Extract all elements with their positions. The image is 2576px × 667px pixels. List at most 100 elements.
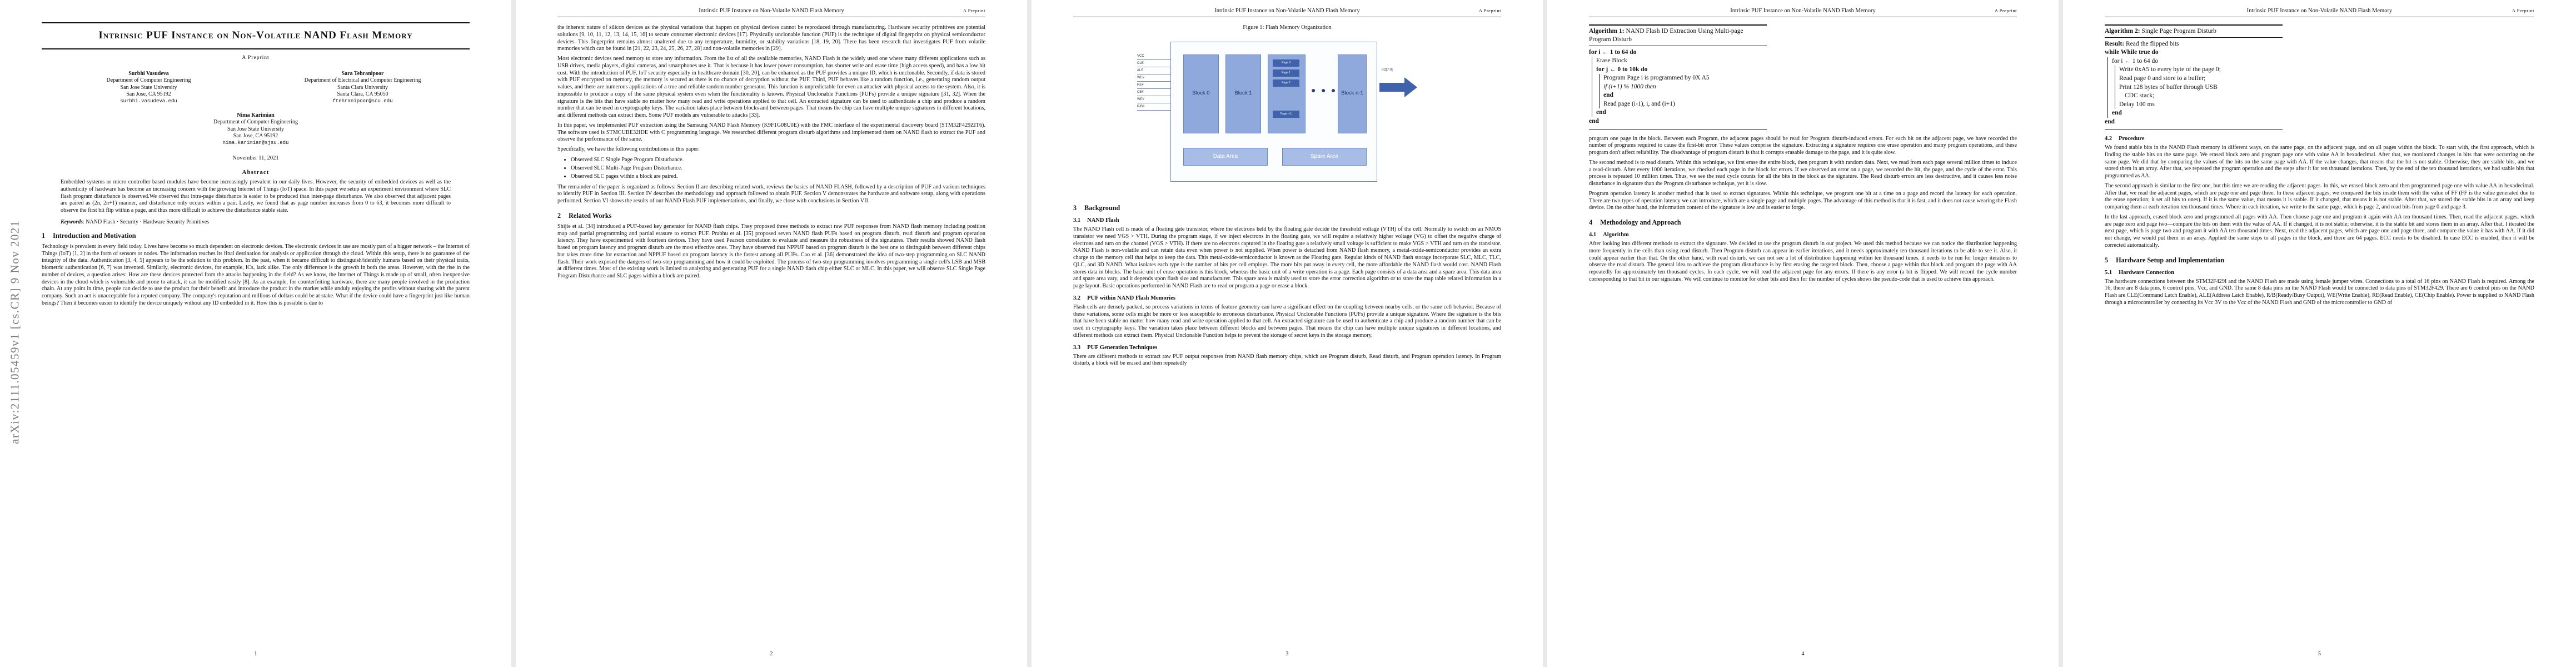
author-city: Santa Clara, CA 95050 — [337, 91, 388, 98]
running-header: Intrinsic PUF Instance on Non-Volatile N… — [2105, 8, 2534, 17]
preprint-tag: A Preprint — [242, 54, 270, 61]
algo-line: Write 0xA5 to every byte of the page 0; — [2119, 66, 2221, 73]
paragraph: the inherent nature of silicon devices a… — [557, 24, 985, 52]
title-rule-bottom — [42, 48, 470, 49]
paper-page-3: Intrinsic PUF Instance on Non-Volatile N… — [1032, 0, 1543, 667]
algo-line: end — [2112, 109, 2122, 117]
paragraph: The second approach is similar to the fi… — [2105, 182, 2534, 211]
algo-line: Program Page i is programmed by 0X A5 — [1603, 74, 1710, 82]
author-2: Sara Tehranipoor Department of Electrica… — [264, 71, 461, 104]
paragraph: In the last approach, erased block zero … — [2105, 213, 2534, 248]
algo-block: Write 0xA5 to every byte of the page 0; … — [2115, 66, 2283, 109]
data-area: Data Area — [1183, 148, 1268, 166]
running-header-preprint: A Preprint — [1994, 8, 2017, 13]
author-city: San Jose, CA 95192 — [233, 133, 278, 140]
figure-caption: Figure 1: Flash Memory Organization — [1243, 24, 1332, 31]
io-label: I/O[7:0] — [1382, 68, 1393, 72]
author-email[interactable]: surbhi.vasudeva.edu — [120, 98, 177, 104]
list-item: Observed SLC Multi-Page Program Disturba… — [571, 165, 985, 172]
running-header-preprint: A Preprint — [2512, 8, 2534, 13]
author-email[interactable]: ftehranipoor@scu.edu — [332, 98, 393, 104]
algorithm-caption: Algorithm 2: Single Page Program Disturb — [2105, 26, 2283, 38]
list-item: Observed SLC pages within a block are pa… — [571, 173, 985, 180]
running-header-title: Intrinsic PUF Instance on Non-Volatile N… — [1214, 8, 1360, 14]
author-dept: Department of Electrical and Computer En… — [304, 77, 421, 84]
page-number: 2 — [770, 651, 773, 657]
block-n-1: Block n-1 — [1338, 54, 1367, 133]
paper-page-4: Intrinsic PUF Instance on Non-Volatile N… — [1547, 0, 2059, 667]
author-3: Nima Karimian Department of Computer Eng… — [42, 112, 470, 146]
author-name: Sara Tehranipoor — [341, 70, 384, 77]
running-header-title: Intrinsic PUF Instance on Non-Volatile N… — [1730, 8, 1876, 14]
page-number: 5 — [2318, 651, 2321, 657]
algo-line: Result: Read the flipped bits — [2105, 40, 2179, 47]
abstract-body: Embedded systems or micro controller bas… — [42, 179, 470, 215]
paper-page-5: Intrinsic PUF Instance on Non-Volatile N… — [2063, 0, 2576, 667]
keywords-text: NAND Flash · Security · Hardware Securit… — [86, 218, 210, 225]
paragraph: Most electronic devices need memory to s… — [557, 56, 985, 118]
flash-chip-outline: Block 0 Block 1 Page 0 Page 1 Page 2 Pag… — [1170, 42, 1377, 182]
algorithm-2: Algorithm 2: Single Page Program Disturb… — [2105, 24, 2283, 131]
pin-label: VCC — [1137, 53, 1170, 60]
page-cell: Page 2 — [1273, 79, 1299, 87]
pin-label: CE# — [1137, 89, 1170, 96]
algo-line: end — [1589, 118, 1599, 125]
author-univ: San Jose State University — [227, 126, 284, 132]
algo-line: if (i+1) % 1000 then — [1603, 83, 1656, 90]
author-dept: Department of Computer Engineering — [213, 119, 298, 126]
page-cell: Page 1 — [1273, 69, 1299, 77]
arxiv-stamp-text: arXiv:2111.05459v1 [cs.CR] 9 Nov 2021 — [8, 220, 22, 444]
algo-line: for i ← 1 to 64 do — [2112, 57, 2159, 64]
pin-label: CLE — [1137, 60, 1170, 67]
paper-page-2: Intrinsic PUF Instance on Non-Volatile N… — [516, 0, 1027, 667]
abstract-text: Embedded systems or micro controller bas… — [61, 179, 451, 214]
algorithm-caption: Algorithm 1: NAND Flash ID Extraction Us… — [1589, 26, 1767, 46]
running-header-title: Intrinsic PUF Instance on Non-Volatile N… — [2246, 8, 2393, 14]
algorithm-body: Result: Read the flipped bits while Whil… — [2105, 38, 2283, 130]
paper-date: November 11, 2021 — [232, 155, 279, 162]
block-pages: Page 0 Page 1 Page 2 Page n-1 — [1268, 54, 1306, 133]
author-univ: Santa Clara University — [337, 84, 388, 91]
paragraph: The second method is to read disturb. Wi… — [1589, 159, 2017, 187]
algo-block: for i ← 1 to 64 do Write 0xA5 to every b… — [2107, 57, 2283, 118]
author-city: San Jose, CA 95192 — [126, 91, 171, 98]
author-email[interactable]: nima.karimian@sjsu.edu — [222, 140, 289, 146]
arxiv-stamp: arXiv:2111.05459v1 [cs.CR] 9 Nov 2021 — [7, 122, 23, 545]
intro-paragraph: Technology is prevalent in every field t… — [42, 243, 470, 306]
author-1: Surbhi Vasudeva Department of Computer E… — [50, 71, 247, 104]
algorithm-body: for i ← 1 to 64 do Erase Block for j ← 0… — [1589, 46, 1767, 130]
author-name: Nima Karimian — [237, 112, 275, 118]
page-cell: Page 0 — [1273, 59, 1299, 67]
paragraph: There are different methods to extract r… — [1073, 353, 1501, 367]
running-header: Intrinsic PUF Instance on Non-Volatile N… — [1073, 8, 1501, 17]
algo-line: end — [1603, 92, 1613, 99]
author-name: Surbhi Vasudeva — [128, 70, 169, 77]
running-header-preprint: A Preprint — [1478, 8, 1501, 13]
algo-block: Program Page i is programmed by 0X A5 if… — [1599, 74, 1767, 109]
pin-list: VCC CLE ALE WE# RE# CE# WP# R/B# — [1137, 53, 1170, 111]
algo-line: for j ← 0 to 10k do — [1596, 66, 1648, 73]
algo-line: Read page (i-1), i, and (i+1) — [1603, 100, 1675, 107]
paragraph: The hardware connections between the STM… — [2105, 278, 2534, 306]
pin-label: RE# — [1137, 82, 1170, 89]
spare-area: Spare Area — [1282, 148, 1367, 166]
keywords: Keywords: NAND Flash · Security · Hardwa… — [61, 218, 210, 225]
flash-organization-figure: VCC CLE ALE WE# RE# CE# WP# R/B# Block 0… — [1132, 36, 1443, 197]
paper-page-1: arXiv:2111.05459v1 [cs.CR] 9 Nov 2021 In… — [0, 0, 511, 667]
author-univ: San Jose State University — [120, 84, 177, 91]
paragraph: Shijie et al. [34] introduced a PUF-base… — [557, 223, 985, 279]
keywords-label: Keywords — [61, 218, 83, 225]
algo-line: Read page 0 and store to a buffer; — [2119, 75, 2206, 82]
author-dept: Department of Computer Engineering — [106, 77, 191, 84]
paragraph: Flash cells are densely packed, so proce… — [1073, 303, 1501, 339]
list-item: Observed SLC Single Page Program Disturb… — [571, 156, 985, 163]
algo-line: Delay 100 ms — [2119, 101, 2155, 108]
